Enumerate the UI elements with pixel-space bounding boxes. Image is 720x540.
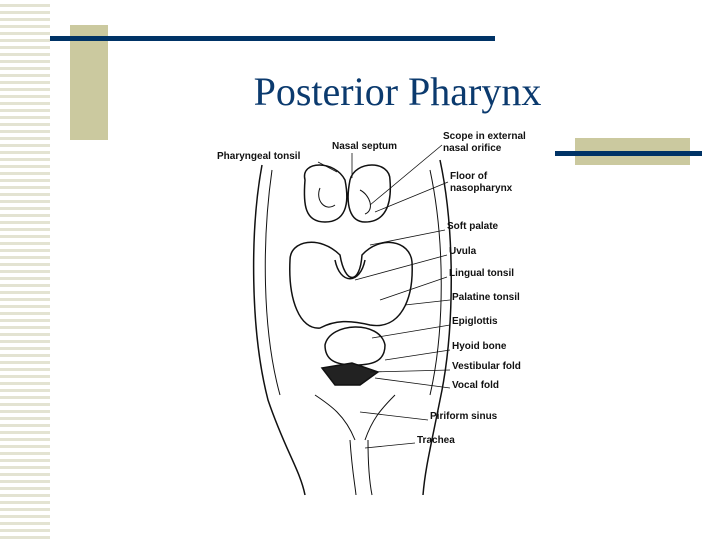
label-trachea: Trachea: [417, 435, 455, 446]
label-soft-palate: Soft palate: [447, 221, 499, 232]
label-nasal-septum: Nasal septum: [332, 141, 398, 152]
label-uvula: Uvula: [449, 246, 477, 257]
label-palatine-tonsil: Palatine tonsil: [452, 292, 520, 303]
label-floor-line1: Floor of: [450, 171, 488, 182]
label-lingual-tonsil: Lingual tonsil: [449, 268, 514, 279]
slide-title: Posterior Pharynx: [253, 69, 542, 114]
label-epiglottis: Epiglottis: [452, 316, 498, 327]
label-pharyngeal-tonsil: Pharyngeal tonsil: [217, 151, 301, 162]
label-floor-line2: nasopharynx: [450, 183, 513, 194]
label-hyoid-bone: Hyoid bone: [452, 341, 507, 352]
title-rule-top: [50, 36, 495, 41]
label-vocal-fold: Vocal fold: [452, 380, 500, 391]
label-piriform-sinus: Piriform sinus: [430, 411, 498, 422]
accent-block-left: [70, 25, 108, 140]
label-vestibular-fold: Vestibular fold: [452, 361, 521, 372]
label-scope-line1: Scope in external: [443, 131, 526, 142]
decorative-stripes: [0, 0, 50, 540]
title-rule-right: [555, 151, 702, 156]
label-scope-line2: nasal orifice: [443, 143, 502, 154]
